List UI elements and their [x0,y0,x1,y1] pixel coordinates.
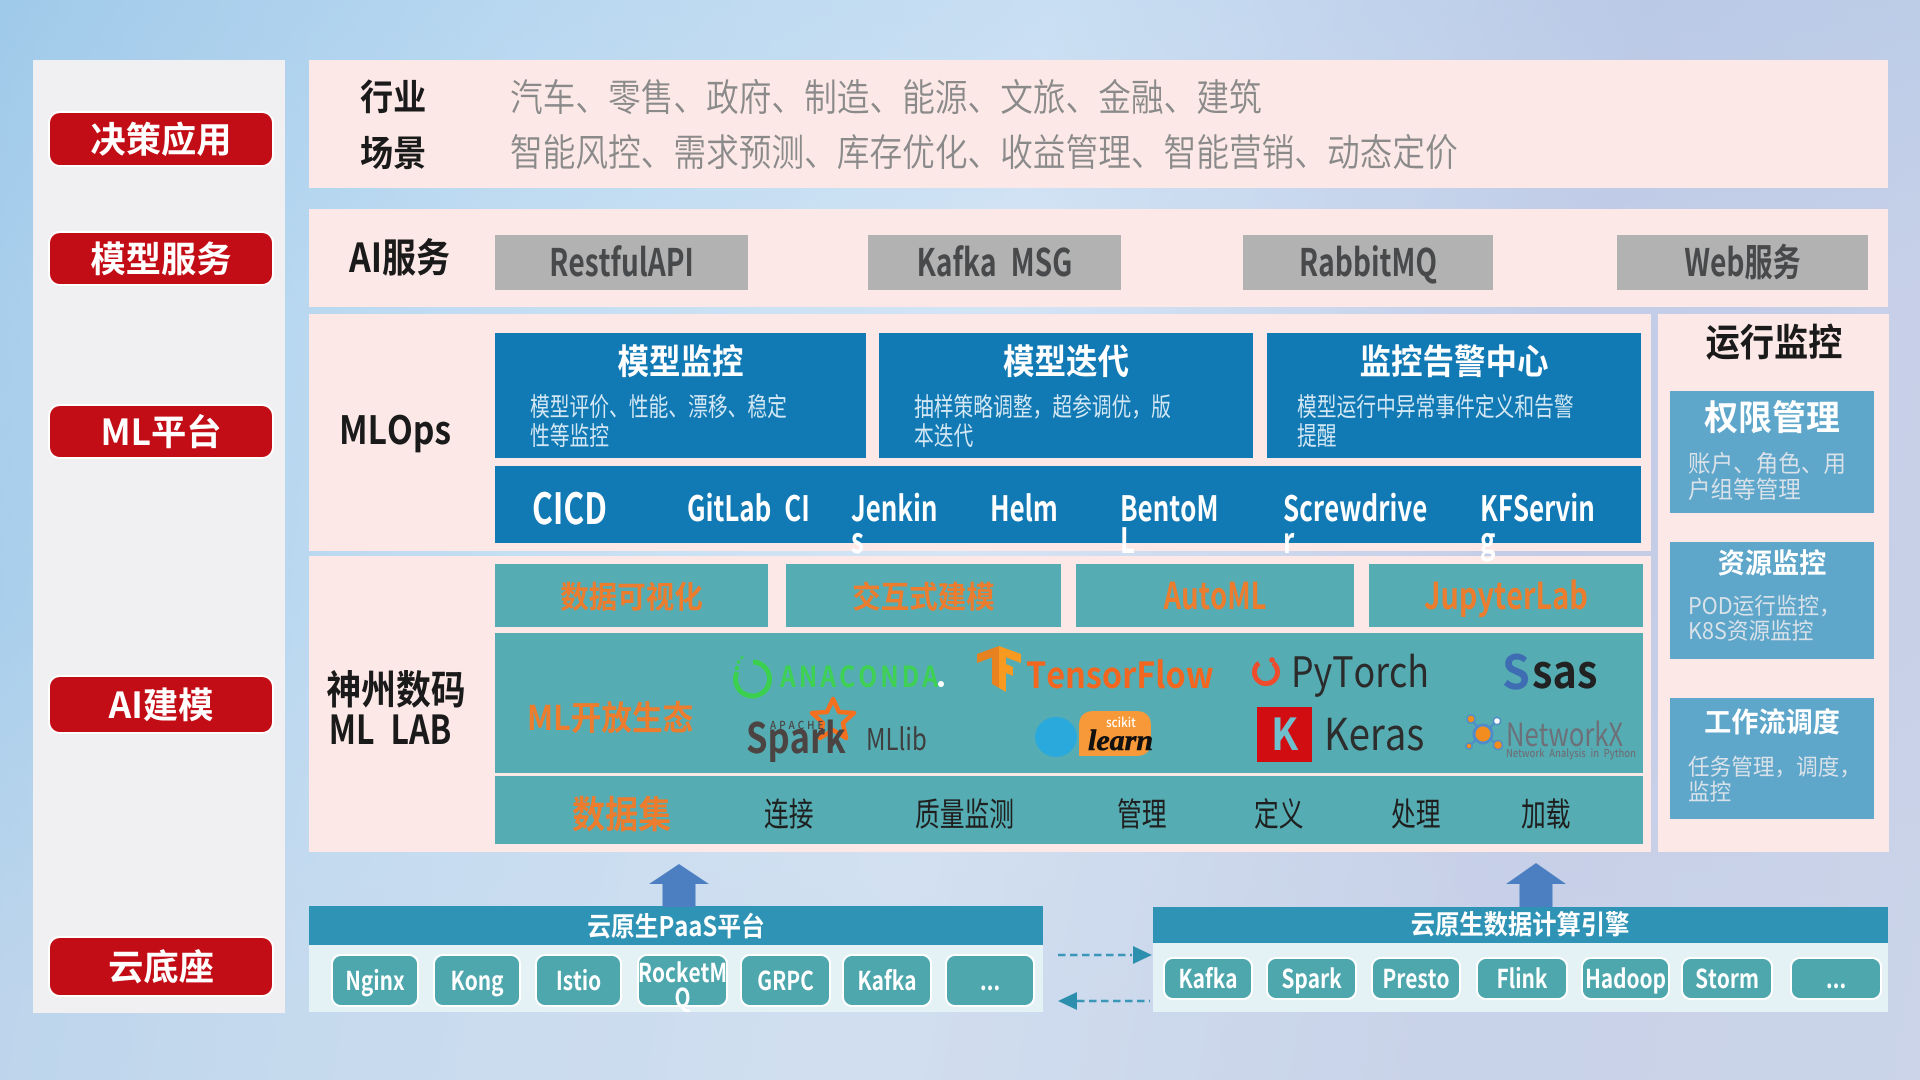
svg-text:learn: learn [1088,724,1153,757]
